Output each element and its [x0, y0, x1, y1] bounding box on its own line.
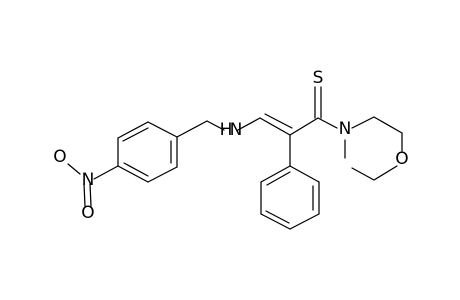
bond-vinyl-a: [259, 117, 291, 136]
bond-vinyl-b: [264, 113, 293, 129]
atom-thioamide-nitrogen: N: [339, 119, 352, 139]
bond-ring1-2: [117, 121, 149, 139]
bond-ring1-inner-3: [123, 162, 149, 177]
bond-vinyl-cs: [289, 117, 319, 136]
bonds: [67, 86, 403, 230]
bond-ch2-nh: [206, 120, 225, 131]
bond-ring1-inner-1: [122, 127, 149, 142]
bond-ring1-6: [117, 165, 149, 183]
bond-ring2-inner-2: [265, 210, 290, 224]
bond-morph-2: [373, 116, 403, 134]
bond-ring2-inner-3: [266, 171, 291, 186]
atom-labels: S N O H N O N O: [53, 68, 408, 223]
atom-sulfur: S: [313, 68, 324, 88]
bond-c-nmorph: [317, 117, 338, 129]
bond-ring-ch2: [176, 120, 208, 138]
atom-nitro-nitrogen: N: [82, 170, 95, 190]
bond-morph-1: [351, 116, 375, 129]
bond-nh-vinyl: [237, 117, 261, 131]
atom-nitro-oxygen-top: O: [53, 147, 66, 167]
bond-morph-4: [373, 165, 398, 181]
bond-nitro-o-top: [67, 163, 81, 175]
bond-morph-5: [351, 167, 375, 181]
bond-ring2-1: [289, 165, 320, 183]
bond-ring1-3: [147, 121, 178, 138]
bond-ring2-4: [260, 213, 291, 230]
bond-ring1-5: [147, 166, 178, 183]
bond-nitro-ring: [93, 165, 119, 180]
bond-nitro-o-bottom-b: [89, 183, 92, 207]
atom-amine-nitrogen: N: [230, 120, 243, 140]
atom-nitro-oxygen-bottom: O: [81, 203, 94, 223]
atom-amine-hydrogen: H: [220, 120, 233, 140]
bond-ring2-6: [260, 165, 291, 183]
atom-morpholine-oxygen: O: [395, 149, 408, 169]
bond-ring2-3: [289, 213, 320, 230]
bond-nitro-o-bottom-a: [83, 183, 86, 207]
